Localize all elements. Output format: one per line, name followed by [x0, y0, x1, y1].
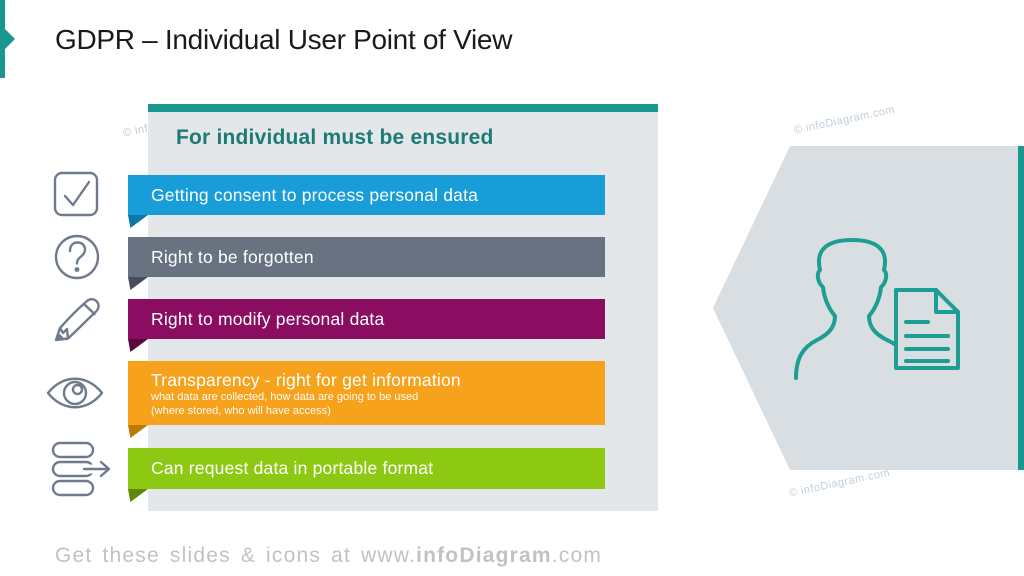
hexagon-accent-strip [1018, 146, 1024, 470]
bar-subtext: what data are collected, how data are go… [151, 391, 419, 403]
individual-user-graphic [713, 146, 1024, 470]
bar-subtext: (where stored, who will have access) [151, 404, 331, 417]
bar-getting-consent: Getting consent to process personal data [128, 175, 605, 228]
slide-accent-chevron [5, 29, 15, 49]
panel-header: For individual must be ensured [176, 126, 494, 149]
bar-fold [128, 339, 148, 352]
bar-right-to-modify: Right to modify personal data [128, 299, 605, 352]
eye-icon [46, 377, 104, 409]
footer-link[interactable]: Get these slides & icons at www.infoDiag… [55, 544, 602, 568]
document-icon [894, 288, 960, 370]
checkbox-icon [53, 171, 99, 217]
bar-fold [128, 425, 148, 438]
footer-suffix: .com [551, 544, 603, 567]
pencil-icon [54, 298, 100, 342]
database-export-icon [51, 441, 115, 497]
footer-prefix: Get these slides & icons at www. [55, 544, 417, 567]
page-title: GDPR – Individual User Point of View [55, 24, 513, 55]
bar-portable-format: Can request data in portable format [128, 448, 605, 502]
bar-label: Getting consent to process personal data [151, 184, 479, 205]
bar-fold [128, 277, 148, 290]
question-mark-icon [54, 234, 100, 280]
person-icon [794, 238, 906, 380]
bar-transparency: Transparency - right for get information… [128, 361, 605, 438]
slide-accent-bar [0, 0, 5, 78]
bar-right-to-be-forgotten: Right to be forgotten [128, 237, 605, 290]
bar-fold [128, 489, 148, 502]
bar-label: Can request data in portable format [151, 458, 434, 478]
bar-fold [128, 215, 148, 228]
footer-brand: infoDiagram [416, 544, 552, 567]
bar-label: Right to be forgotten [151, 246, 314, 267]
bar-label: Transparency - right for get information [151, 370, 461, 390]
hexagon-shape [713, 146, 1018, 470]
bar-label: Right to modify personal data [151, 308, 385, 329]
